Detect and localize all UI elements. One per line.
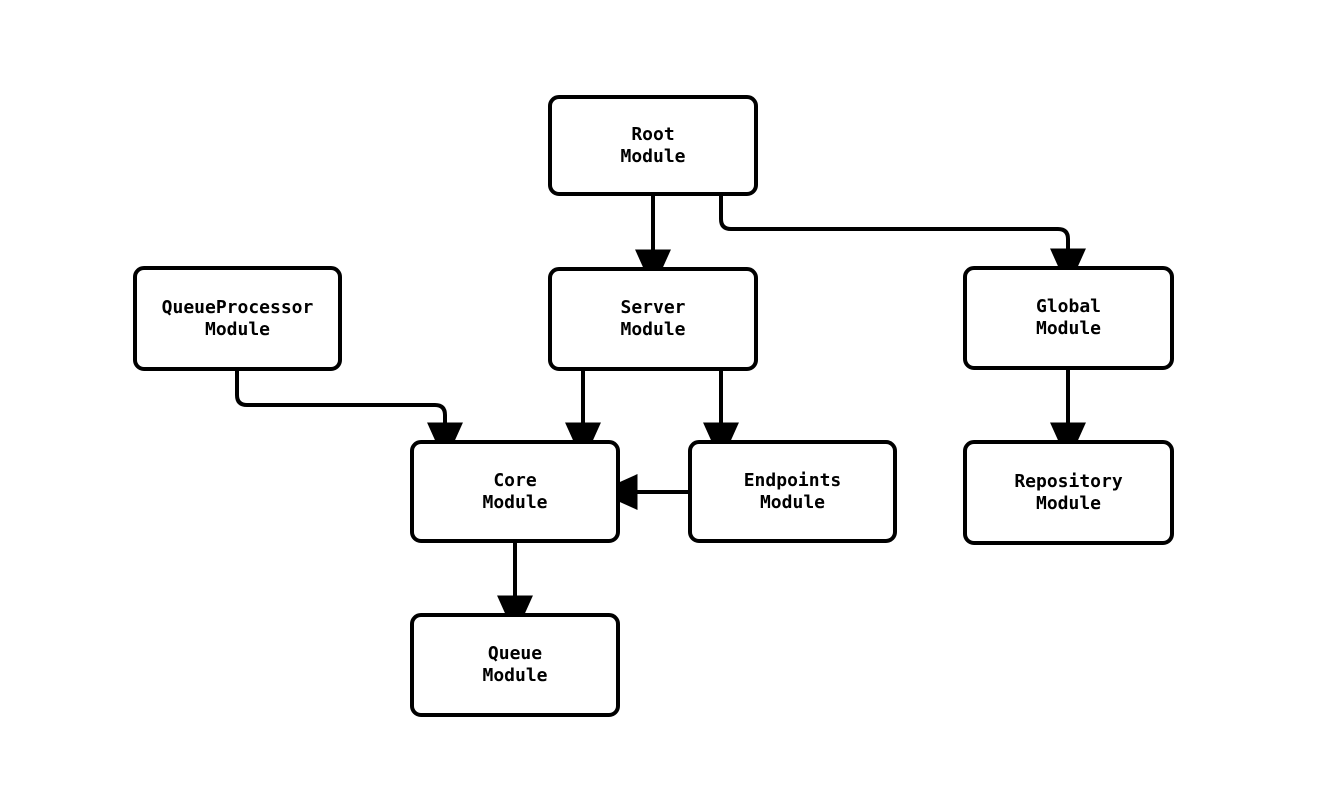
edge-root-to-global [719,196,1086,289]
node-queueprocessor-module[interactable]: QueueProcessor Module [133,266,342,371]
node-repository-module[interactable]: Repository Module [963,440,1174,545]
node-root-module-label: Root Module [620,123,686,167]
node-global-module-label: Global Module [1035,296,1102,339]
node-core-module-label: Core Module [482,469,548,513]
node-root-module[interactable]: Root Module [548,95,758,196]
node-core-module[interactable]: Core Module [410,440,620,543]
node-global-module[interactable]: Global Module [963,266,1174,370]
node-repository-module-label: Repository Module [1014,470,1123,514]
node-queueprocessor-module-label: QueueProcessor Module [161,296,314,340]
node-endpoints-module-label: Endpoints Module [743,469,842,513]
node-endpoints-module[interactable]: Endpoints Module [688,440,897,543]
node-server-module[interactable]: Server Module [548,267,758,371]
edge-queueprocessor-to-core [235,371,463,463]
node-server-module-label: Server Module [620,297,686,340]
node-queue-module[interactable]: Queue Module [410,613,620,717]
node-queue-module-label: Queue Module [482,643,548,686]
